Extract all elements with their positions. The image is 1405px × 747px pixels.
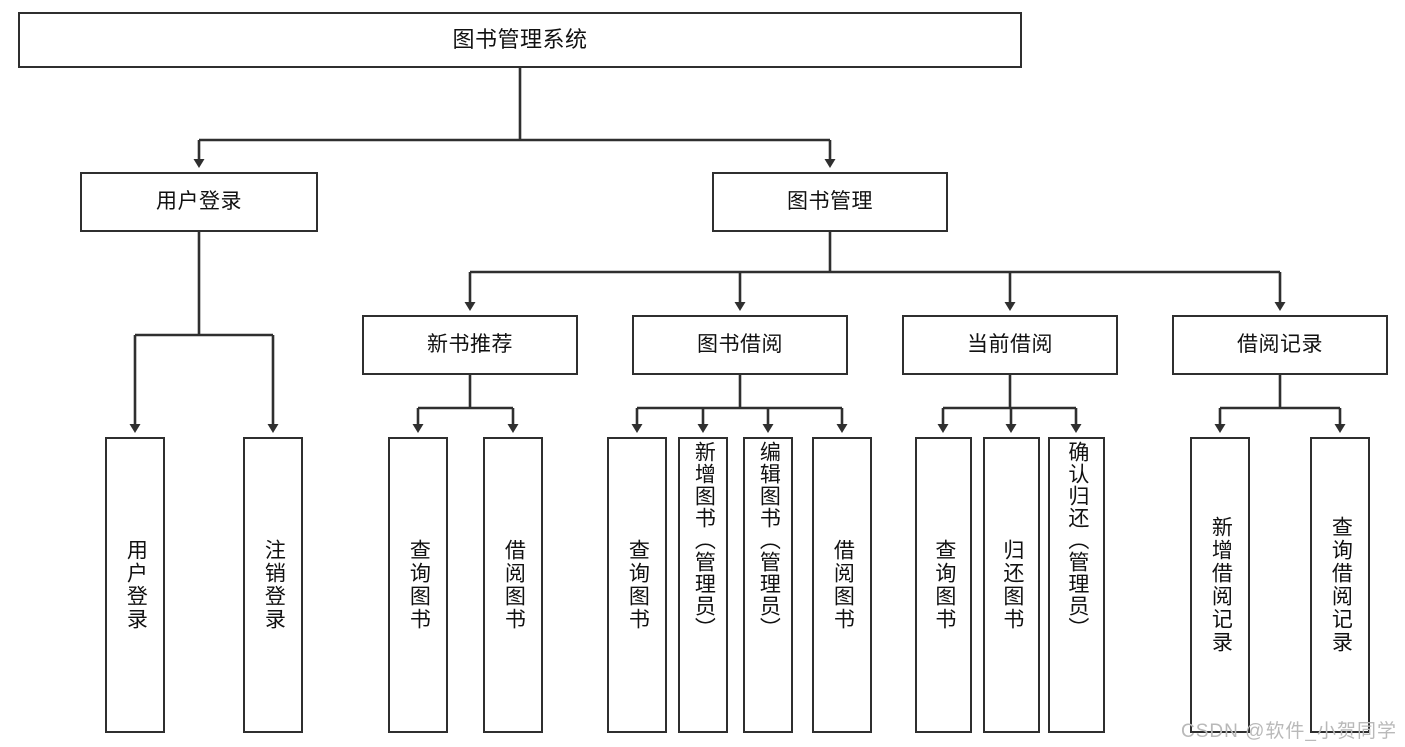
node-root[interactable]: 图书管理系统 <box>18 12 1022 68</box>
node-current-borrow-label: 当前借阅 <box>967 333 1053 357</box>
node-book-mgmt-label: 图书管理 <box>787 190 873 214</box>
node-user-login[interactable]: 用户登录 <box>80 172 318 232</box>
node-leaf-query-book-1-label: 查询图书 <box>407 539 431 631</box>
node-book-mgmt[interactable]: 图书管理 <box>712 172 948 232</box>
node-leaf-user-login-label: 用户登录 <box>124 539 148 631</box>
node-leaf-return-book-label: 归还图书 <box>1000 539 1024 631</box>
node-new-book-rec-label: 新书推荐 <box>427 333 513 357</box>
node-leaf-edit-book-admin[interactable]: 编辑图书（管理员） <box>743 437 793 733</box>
node-current-borrow[interactable]: 当前借阅 <box>902 315 1118 375</box>
node-leaf-borrow-book-2-label: 借阅图书 <box>831 539 855 631</box>
node-leaf-borrow-book-1[interactable]: 借阅图书 <box>483 437 543 733</box>
node-leaf-user-logout-label: 注销登录 <box>262 539 286 631</box>
node-leaf-query-book-2-label: 查询图书 <box>626 539 650 631</box>
node-book-borrow[interactable]: 图书借阅 <box>632 315 848 375</box>
node-leaf-borrow-book-2[interactable]: 借阅图书 <box>812 437 872 733</box>
node-leaf-user-logout[interactable]: 注销登录 <box>243 437 303 733</box>
node-leaf-query-book-1[interactable]: 查询图书 <box>388 437 448 733</box>
node-borrow-record-label: 借阅记录 <box>1237 333 1323 357</box>
node-leaf-add-book-admin-label: 新增图书（管理员） <box>692 441 716 639</box>
node-leaf-user-login[interactable]: 用户登录 <box>105 437 165 733</box>
node-leaf-confirm-return-admin[interactable]: 确认归还（管理员） <box>1048 437 1105 733</box>
node-leaf-add-borrow-record-label: 新增借阅记录 <box>1209 516 1233 654</box>
node-leaf-query-borrow-record-label: 查询借阅记录 <box>1329 516 1353 654</box>
node-book-borrow-label: 图书借阅 <box>697 333 783 357</box>
node-leaf-query-borrow-record[interactable]: 查询借阅记录 <box>1310 437 1370 733</box>
node-leaf-query-book-2[interactable]: 查询图书 <box>607 437 667 733</box>
node-leaf-query-book-3[interactable]: 查询图书 <box>915 437 972 733</box>
node-borrow-record[interactable]: 借阅记录 <box>1172 315 1388 375</box>
node-user-login-label: 用户登录 <box>156 190 242 214</box>
node-new-book-rec[interactable]: 新书推荐 <box>362 315 578 375</box>
watermark-text: CSDN @软件_小贺同学 <box>1181 721 1397 742</box>
node-root-label: 图书管理系统 <box>452 26 588 52</box>
node-leaf-query-book-3-label: 查询图书 <box>932 539 956 631</box>
node-leaf-borrow-book-1-label: 借阅图书 <box>502 539 526 631</box>
node-leaf-confirm-return-admin-label: 确认归还（管理员） <box>1065 441 1089 639</box>
node-leaf-return-book[interactable]: 归还图书 <box>983 437 1040 733</box>
node-leaf-edit-book-admin-label: 编辑图书（管理员） <box>757 441 781 639</box>
node-leaf-add-book-admin[interactable]: 新增图书（管理员） <box>678 437 728 733</box>
node-leaf-add-borrow-record[interactable]: 新增借阅记录 <box>1190 437 1250 733</box>
